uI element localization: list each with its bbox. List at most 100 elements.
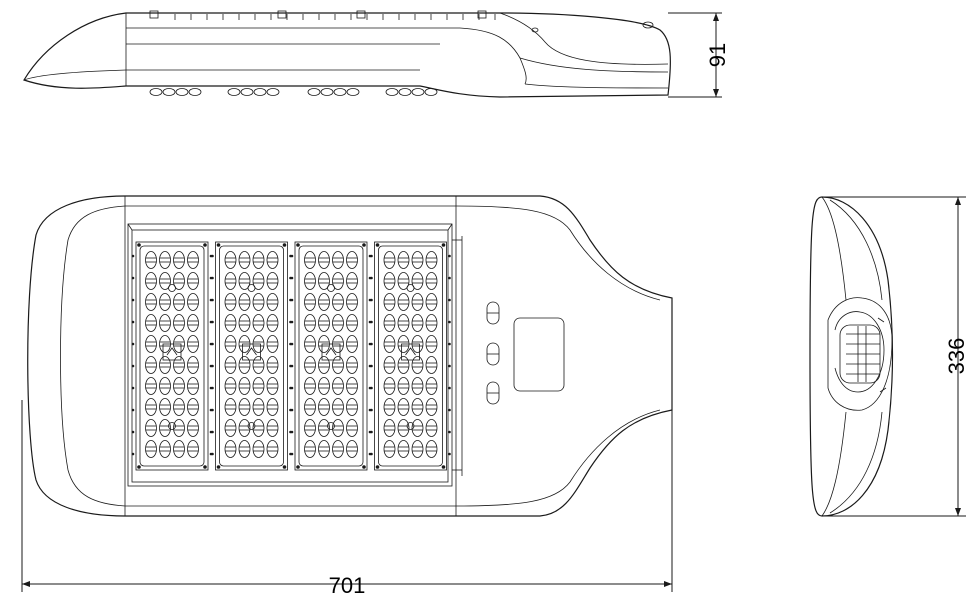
height-dimension: 91 xyxy=(668,12,730,98)
led-lens xyxy=(346,440,358,458)
led-lens xyxy=(173,251,185,269)
led-lens xyxy=(425,377,438,395)
height-dimension-label: 91 xyxy=(705,43,730,67)
led-lens xyxy=(318,398,330,416)
module-screw xyxy=(296,465,300,469)
led-lens xyxy=(318,314,330,332)
led-lens-bump xyxy=(188,88,202,96)
led-lens xyxy=(145,293,157,311)
side-vent-ticks xyxy=(174,14,496,20)
led-lens xyxy=(187,293,199,311)
led-lens-bump xyxy=(240,88,254,96)
led-lens xyxy=(397,272,410,290)
led-lens xyxy=(318,440,330,458)
led-lens xyxy=(187,272,199,290)
led-lens xyxy=(383,440,396,458)
led-lens xyxy=(397,314,410,332)
led-module xyxy=(370,241,451,471)
led-module-array xyxy=(131,241,451,471)
module-connector xyxy=(162,343,182,361)
led-lens xyxy=(332,440,344,458)
led-lens xyxy=(383,335,396,353)
module-screw xyxy=(296,243,300,247)
module-connector xyxy=(242,343,261,361)
led-lens xyxy=(397,356,410,374)
led-lens xyxy=(145,419,157,437)
led-lens xyxy=(224,377,237,395)
led-lens xyxy=(266,314,279,332)
led-lens xyxy=(266,440,279,458)
led-lens xyxy=(318,272,330,290)
led-lens-bump xyxy=(162,88,176,96)
module-screw xyxy=(362,243,366,247)
led-lens xyxy=(252,398,265,416)
led-lens xyxy=(346,293,358,311)
led-lens xyxy=(346,314,358,332)
module-screw xyxy=(282,465,287,469)
led-lens xyxy=(346,272,358,290)
led-lens xyxy=(238,293,251,311)
led-lens xyxy=(411,398,424,416)
led-lens xyxy=(346,251,358,269)
module-connector xyxy=(401,343,420,361)
module-screw xyxy=(216,465,221,469)
led-lens xyxy=(187,356,199,374)
led-lens xyxy=(346,356,358,374)
led-lens-bump xyxy=(424,88,438,96)
led-lens xyxy=(318,356,330,374)
led-lens xyxy=(332,314,344,332)
led-lens xyxy=(304,398,316,416)
led-lens xyxy=(332,398,344,416)
led-lens xyxy=(304,272,316,290)
led-lens-bump xyxy=(398,88,412,96)
led-lens-bump xyxy=(320,88,334,96)
led-lens xyxy=(383,377,396,395)
module-screw xyxy=(216,243,221,247)
led-lens xyxy=(224,293,237,311)
led-lens xyxy=(383,356,396,374)
module-connector xyxy=(321,343,341,361)
led-lens xyxy=(383,272,396,290)
led-lens xyxy=(145,272,157,290)
led-module xyxy=(211,241,292,471)
led-lens-bump xyxy=(227,88,241,96)
led-lens xyxy=(252,251,265,269)
led-lens-bump xyxy=(346,88,360,96)
led-lens xyxy=(187,398,199,416)
led-lens xyxy=(304,293,316,311)
led-lens xyxy=(266,356,279,374)
led-lens xyxy=(145,356,157,374)
led-lens xyxy=(159,251,171,269)
led-lens xyxy=(252,356,265,374)
led-lens xyxy=(224,335,237,353)
module-screw xyxy=(375,465,380,469)
led-lens xyxy=(224,251,237,269)
led-lens xyxy=(238,398,251,416)
led-lens-bump xyxy=(385,88,399,96)
led-lens xyxy=(224,314,237,332)
module-screw xyxy=(441,465,446,469)
led-lens xyxy=(425,293,438,311)
led-lens xyxy=(411,314,424,332)
led-lens xyxy=(332,356,344,374)
led-lens xyxy=(397,377,410,395)
led-lens xyxy=(159,272,171,290)
led-lens xyxy=(266,419,279,437)
led-lens xyxy=(425,440,438,458)
led-lens xyxy=(425,398,438,416)
led-lens xyxy=(252,272,265,290)
led-lens xyxy=(332,272,344,290)
led-lens xyxy=(397,398,410,416)
led-lens xyxy=(304,356,316,374)
led-lens xyxy=(173,440,185,458)
led-lens xyxy=(145,377,157,395)
led-lens xyxy=(173,356,185,374)
led-lens xyxy=(383,398,396,416)
module-screw xyxy=(282,243,287,247)
led-lens xyxy=(304,314,316,332)
led-lens xyxy=(238,335,251,353)
module-screw xyxy=(441,243,446,247)
led-lens xyxy=(411,377,424,395)
led-lens xyxy=(224,356,237,374)
module-screw xyxy=(203,243,207,247)
